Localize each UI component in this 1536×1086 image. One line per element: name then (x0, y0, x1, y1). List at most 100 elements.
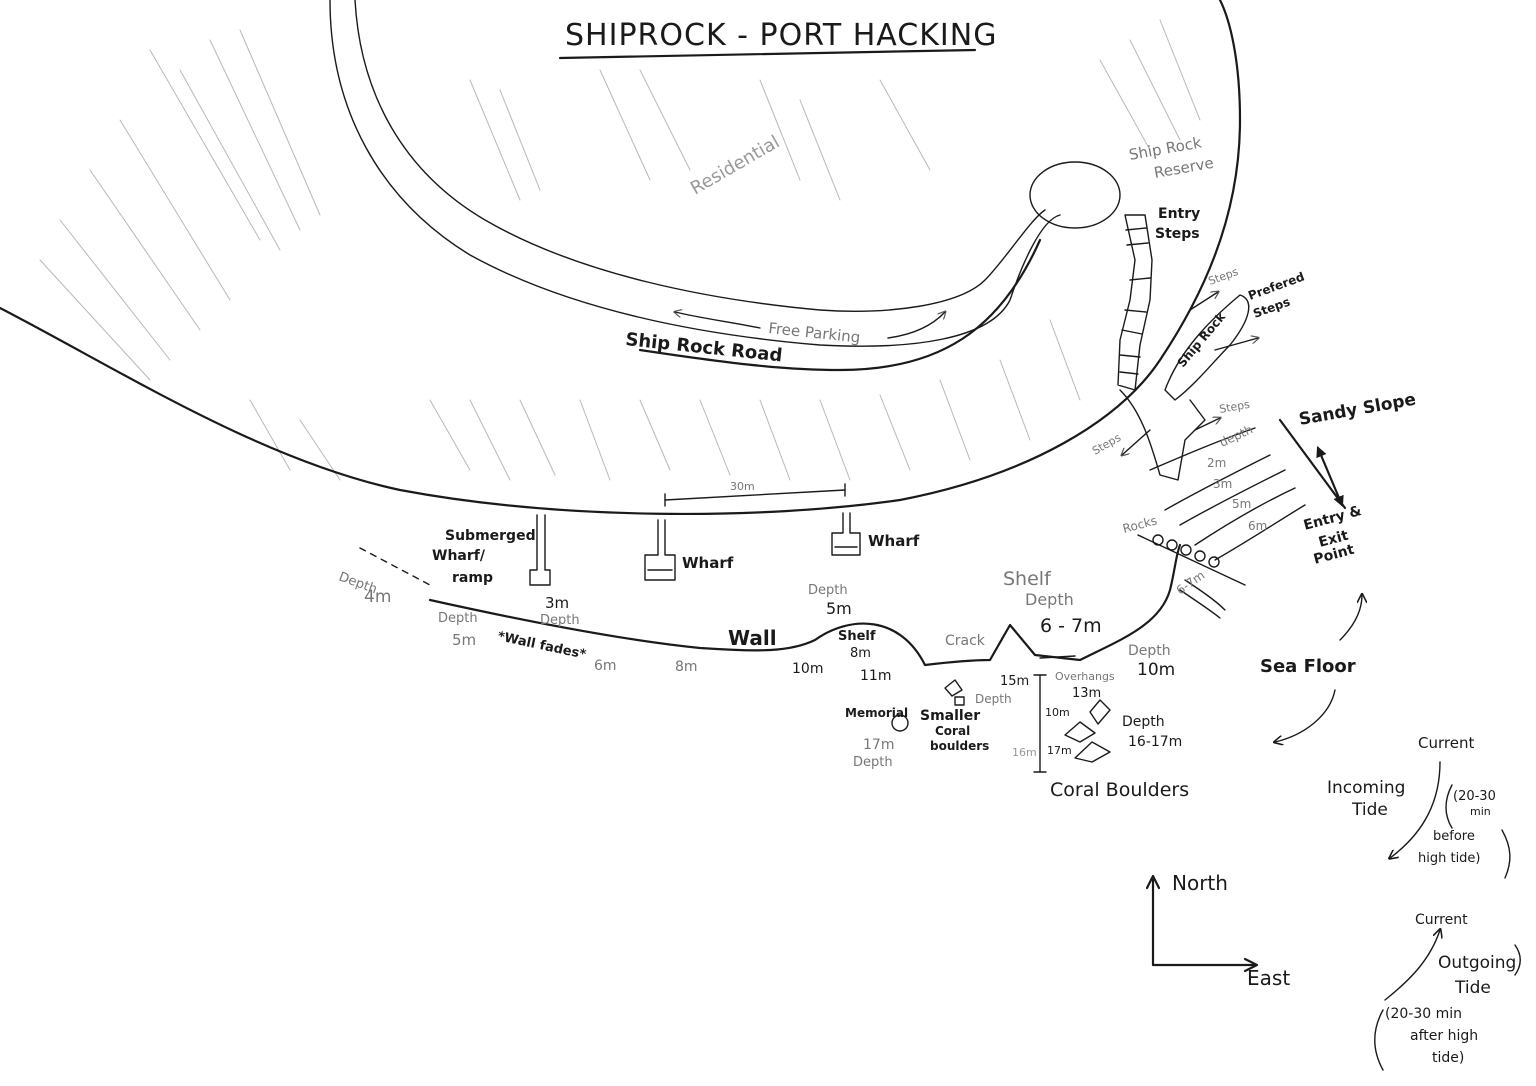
outgoing-bracket-right (1514, 944, 1521, 976)
scale-bar (664, 489, 846, 501)
depth-3m-word: Depth (540, 613, 580, 628)
current-out-label: Current (1415, 912, 1468, 928)
incoming-bracket-right (1501, 829, 1511, 879)
incoming-note-4: high tide) (1418, 851, 1481, 866)
memorial-depth-word: Depth (853, 755, 893, 770)
entry-exit-label-1: Entry & (1302, 503, 1363, 534)
cul-de-sac (1029, 161, 1121, 229)
road-line (638, 238, 1042, 372)
entry-steps-label-2: Steps (1155, 226, 1200, 242)
depth-3m: 3m (545, 594, 569, 612)
slope-2m: 2m (1207, 456, 1226, 470)
submerged-wharf (529, 514, 551, 586)
free-parking-label: Free Parking (768, 319, 862, 347)
wall-fades-label: *Wall fades* (496, 629, 587, 662)
depth-16-17: 16-17m (1128, 734, 1182, 750)
sandy-slope-contours (1149, 427, 1306, 619)
outgoing-bracket-left (1374, 1009, 1384, 1071)
incoming-tide-label-1: Incoming (1327, 778, 1405, 798)
outgoing-tide-label-2: Tide (1454, 978, 1491, 998)
depth-5m: 5m (452, 631, 476, 649)
compass-east: East (1247, 966, 1290, 990)
depth-5m-center: 5m (826, 599, 852, 618)
incoming-current-arrow (1390, 761, 1441, 858)
depth-4m: 4m (364, 587, 391, 607)
coastline-outer (0, 0, 1242, 516)
depth-10m-scale: 10m (1045, 706, 1070, 719)
depth-5m-center-word: Depth (808, 583, 848, 598)
steps-left-label: Steps (1090, 431, 1123, 458)
shelf-depth-word: Depth (1025, 590, 1074, 609)
incoming-note-2: min (1470, 805, 1491, 818)
overhangs-label: Overhangs (1055, 670, 1115, 683)
depth-16m: 16m (1012, 746, 1037, 759)
entry-steps-label-1: Entry (1158, 206, 1200, 222)
smaller-label-1: Smaller (920, 708, 980, 724)
shelf-small-label-1: Shelf (838, 629, 876, 644)
sea-floor-label: Sea Floor (1260, 656, 1356, 677)
memorial-marker (891, 714, 909, 732)
slope-3m: 3m (1213, 477, 1232, 491)
depth-16-17-word: Depth (1122, 714, 1165, 730)
entry-exit-label-3: Point (1312, 542, 1356, 568)
entry-steps (1117, 214, 1153, 391)
sandy-slope-line (1278, 418, 1347, 510)
wharf-right-label: Wharf (868, 532, 920, 550)
incoming-tide-label-2: Tide (1351, 800, 1388, 820)
wall-label: Wall (728, 626, 777, 650)
sea-floor-arrow-down (1275, 689, 1336, 742)
incoming-note-1: (20-30 (1453, 789, 1496, 804)
slope-5m: 5m (1232, 497, 1251, 511)
wall-depth-10m: 10m (792, 661, 823, 677)
crack-label: Crack (945, 633, 986, 649)
wall-line (428, 543, 1182, 667)
wall-depth-6m: 6m (594, 658, 617, 674)
road-loop (329, 0, 1061, 347)
sandy-slope-label: Sandy Slope (1297, 390, 1417, 430)
wharf-right (831, 512, 861, 556)
rocks-row (1152, 534, 1220, 568)
parking-arrow-right (887, 312, 945, 339)
shelf-depth-range: 6 - 7m (1040, 615, 1102, 637)
wall-dashed (359, 547, 431, 586)
scale-label: 30m (730, 480, 755, 493)
depth-15m: 15m (1000, 674, 1029, 689)
ship-rock (1164, 294, 1250, 401)
wall-depth-8m: 8m (675, 659, 698, 675)
parking-arrow-left (675, 312, 761, 329)
slope-6m: 6m (1248, 519, 1267, 533)
map-title: SHIPROCK - PORT HACKING (565, 18, 997, 53)
outgoing-note-3: tide) (1432, 1050, 1464, 1066)
smaller-label-2: Coral (935, 724, 970, 738)
title-underline (558, 48, 977, 60)
depth-17m: 17m (1047, 744, 1072, 757)
slope-6-7m: 6-7m (1174, 568, 1208, 597)
rock-platform (1119, 389, 1206, 481)
submerged-wharf-label-2: Wharf/ (432, 548, 486, 564)
memorial-depth: 17m (863, 737, 894, 753)
depth-13m: 13m (1072, 686, 1101, 701)
depth-15m-word: Depth (975, 692, 1012, 706)
road-loop-inner (354, 0, 1046, 312)
road-label: Ship Rock Road (624, 329, 783, 366)
slope-depth-word: depth (1217, 422, 1255, 449)
submerged-wharf-label-3: ramp (452, 570, 493, 586)
steps-upper-label: Steps (1207, 265, 1241, 288)
ship-rock-label: Ship Rock (1175, 309, 1229, 370)
rocks-label: Rocks (1121, 513, 1158, 536)
smaller-label-3: boulders (930, 739, 989, 753)
outgoing-note-2: after high (1410, 1028, 1478, 1044)
wharf-left-label: Wharf (682, 554, 734, 572)
incoming-bracket-left (1445, 784, 1453, 829)
coral-boulders (1064, 699, 1111, 763)
current-in-label: Current (1418, 734, 1474, 752)
entry-exit-label-2: Exit (1317, 528, 1350, 551)
depth-10m-word: Depth (1128, 643, 1171, 659)
sea-floor-arrow-up (1339, 595, 1362, 641)
steps-mid-label: Steps (1218, 398, 1251, 416)
compass-axes (1151, 878, 1257, 967)
entry-exit-arrow (1316, 445, 1344, 508)
outgoing-current-arrow (1384, 930, 1440, 1001)
compass-north: North (1172, 871, 1228, 895)
